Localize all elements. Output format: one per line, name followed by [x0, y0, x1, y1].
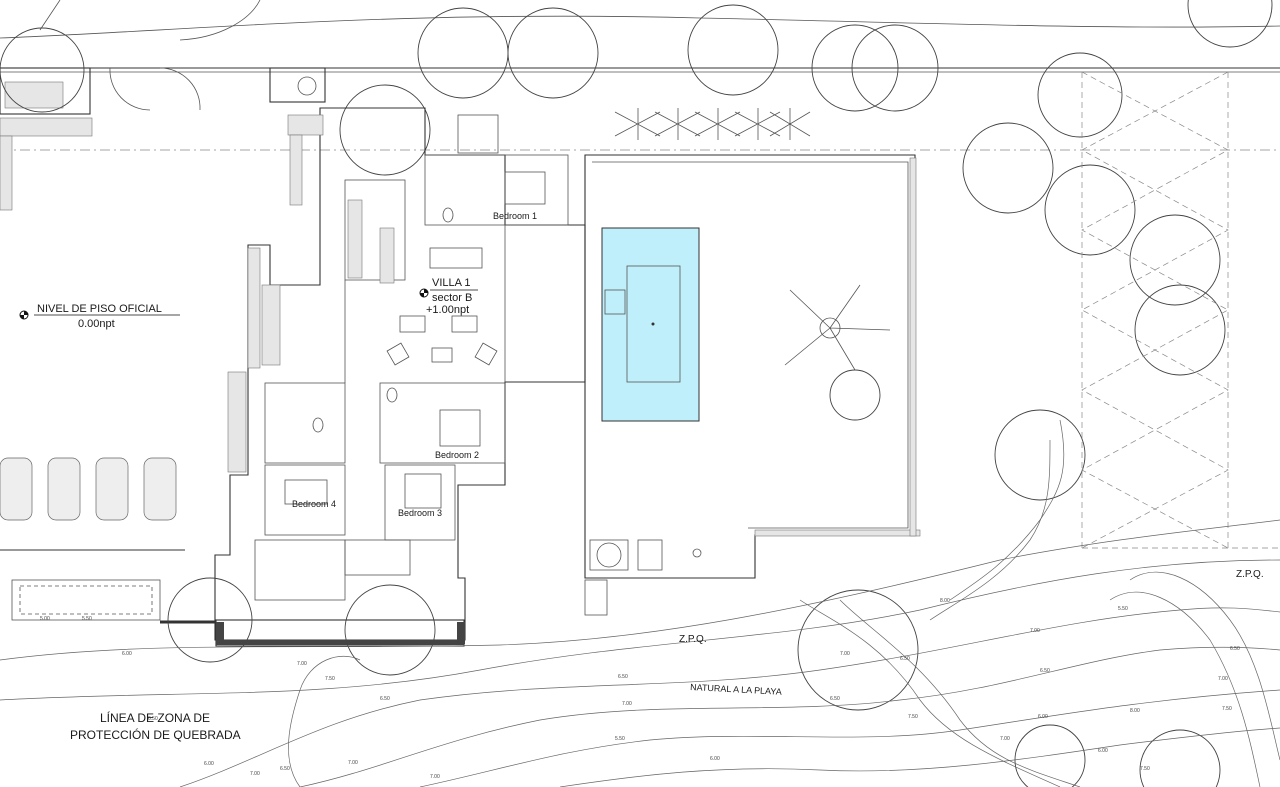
- contour-label: 6.00: [710, 756, 720, 762]
- bedroom3-room: [384, 464, 456, 541]
- contour-lines: [0, 419, 1280, 787]
- nivel-title: NIVEL DE PISO OFICIAL: [37, 303, 162, 315]
- natural-label: NATURAL A LA PLAYA: [690, 682, 782, 697]
- trees-top: [0, 0, 1273, 501]
- linea-label-1: LÍNEA DE ZONA DE: [100, 710, 210, 725]
- contour-label: 6.50: [380, 696, 390, 702]
- contour-label: 6.00: [122, 651, 132, 657]
- bedroom2-room: [379, 382, 506, 464]
- contour-label: 7.00: [430, 774, 440, 780]
- contour-label: 6.00: [204, 761, 214, 767]
- contour-label: 5.00: [40, 616, 50, 622]
- villa-sector: sector B: [432, 292, 472, 304]
- pool: [601, 227, 700, 422]
- contour-label: 7.00: [297, 661, 307, 667]
- contour-label: 5.50: [82, 616, 92, 622]
- contour-label: 6.00: [1038, 714, 1048, 720]
- contour-label: 6.50: [618, 674, 628, 680]
- contour-label: 6.50: [900, 656, 910, 662]
- bedroom1-room: [424, 154, 569, 226]
- contour-label: 7.50: [325, 676, 335, 682]
- zpq-label-right: Z.P.Q.: [1236, 569, 1264, 580]
- bedroom4-room: [264, 464, 346, 536]
- contour-label: 7.00: [1218, 676, 1228, 682]
- nivel-value: 0.00npt: [78, 318, 115, 330]
- lounge-chairs: [0, 457, 177, 521]
- contour-label: 7.50: [1140, 766, 1150, 772]
- contour-label: 6.50: [148, 716, 158, 722]
- contour-label: 7.00: [840, 651, 850, 657]
- palm-row: [614, 108, 811, 140]
- neighbor-building: [0, 67, 91, 115]
- contour-label: 6.50: [1230, 646, 1240, 652]
- contour-label: 6.50: [1040, 668, 1050, 674]
- road-edge: [0, 15, 1280, 39]
- linea-label-2: PROTECCIÓN DE QUEBRADA: [70, 727, 241, 742]
- contour-label: 6.50: [830, 696, 840, 702]
- level-marker-icon: [419, 288, 429, 298]
- contour-label: 8.00: [1130, 708, 1140, 714]
- contour-label: 5.50: [1118, 606, 1128, 612]
- villa-level: +1.00npt: [426, 304, 469, 316]
- contour-label: 7.50: [1222, 706, 1232, 712]
- zpq-label-left: Z.P.Q.: [679, 634, 707, 645]
- contour-label: 7.00: [250, 771, 260, 777]
- contour-label: 7.00: [1030, 628, 1040, 634]
- villa-footprint: [214, 107, 586, 641]
- bedroom1-label: Bedroom 1: [493, 211, 537, 221]
- contour-label: 6.50: [280, 766, 290, 772]
- contour-label: 8.00: [940, 598, 950, 604]
- bedroom3-label: Bedroom 3: [398, 508, 442, 518]
- contour-label: 7.00: [348, 760, 358, 766]
- bedroom4-label: Bedroom 4: [292, 499, 336, 509]
- zpq-hatch: [1081, 71, 1280, 549]
- contour-label: 7.50: [908, 714, 918, 720]
- contour-label: 5.50: [615, 736, 625, 742]
- palm-tree: [784, 284, 891, 371]
- contour-label: 7.00: [622, 701, 632, 707]
- bedroom2-label: Bedroom 2: [435, 450, 479, 460]
- contour-label: 6.00: [1098, 748, 1108, 754]
- contour-label-group: 5.00 5.50 6.00 6.50 7.00 7.50 6.50 6.00 …: [40, 598, 1240, 780]
- level-marker-icon: [19, 310, 29, 320]
- villa-title: VILLA 1: [432, 277, 471, 289]
- contour-label: 7.00: [1000, 736, 1010, 742]
